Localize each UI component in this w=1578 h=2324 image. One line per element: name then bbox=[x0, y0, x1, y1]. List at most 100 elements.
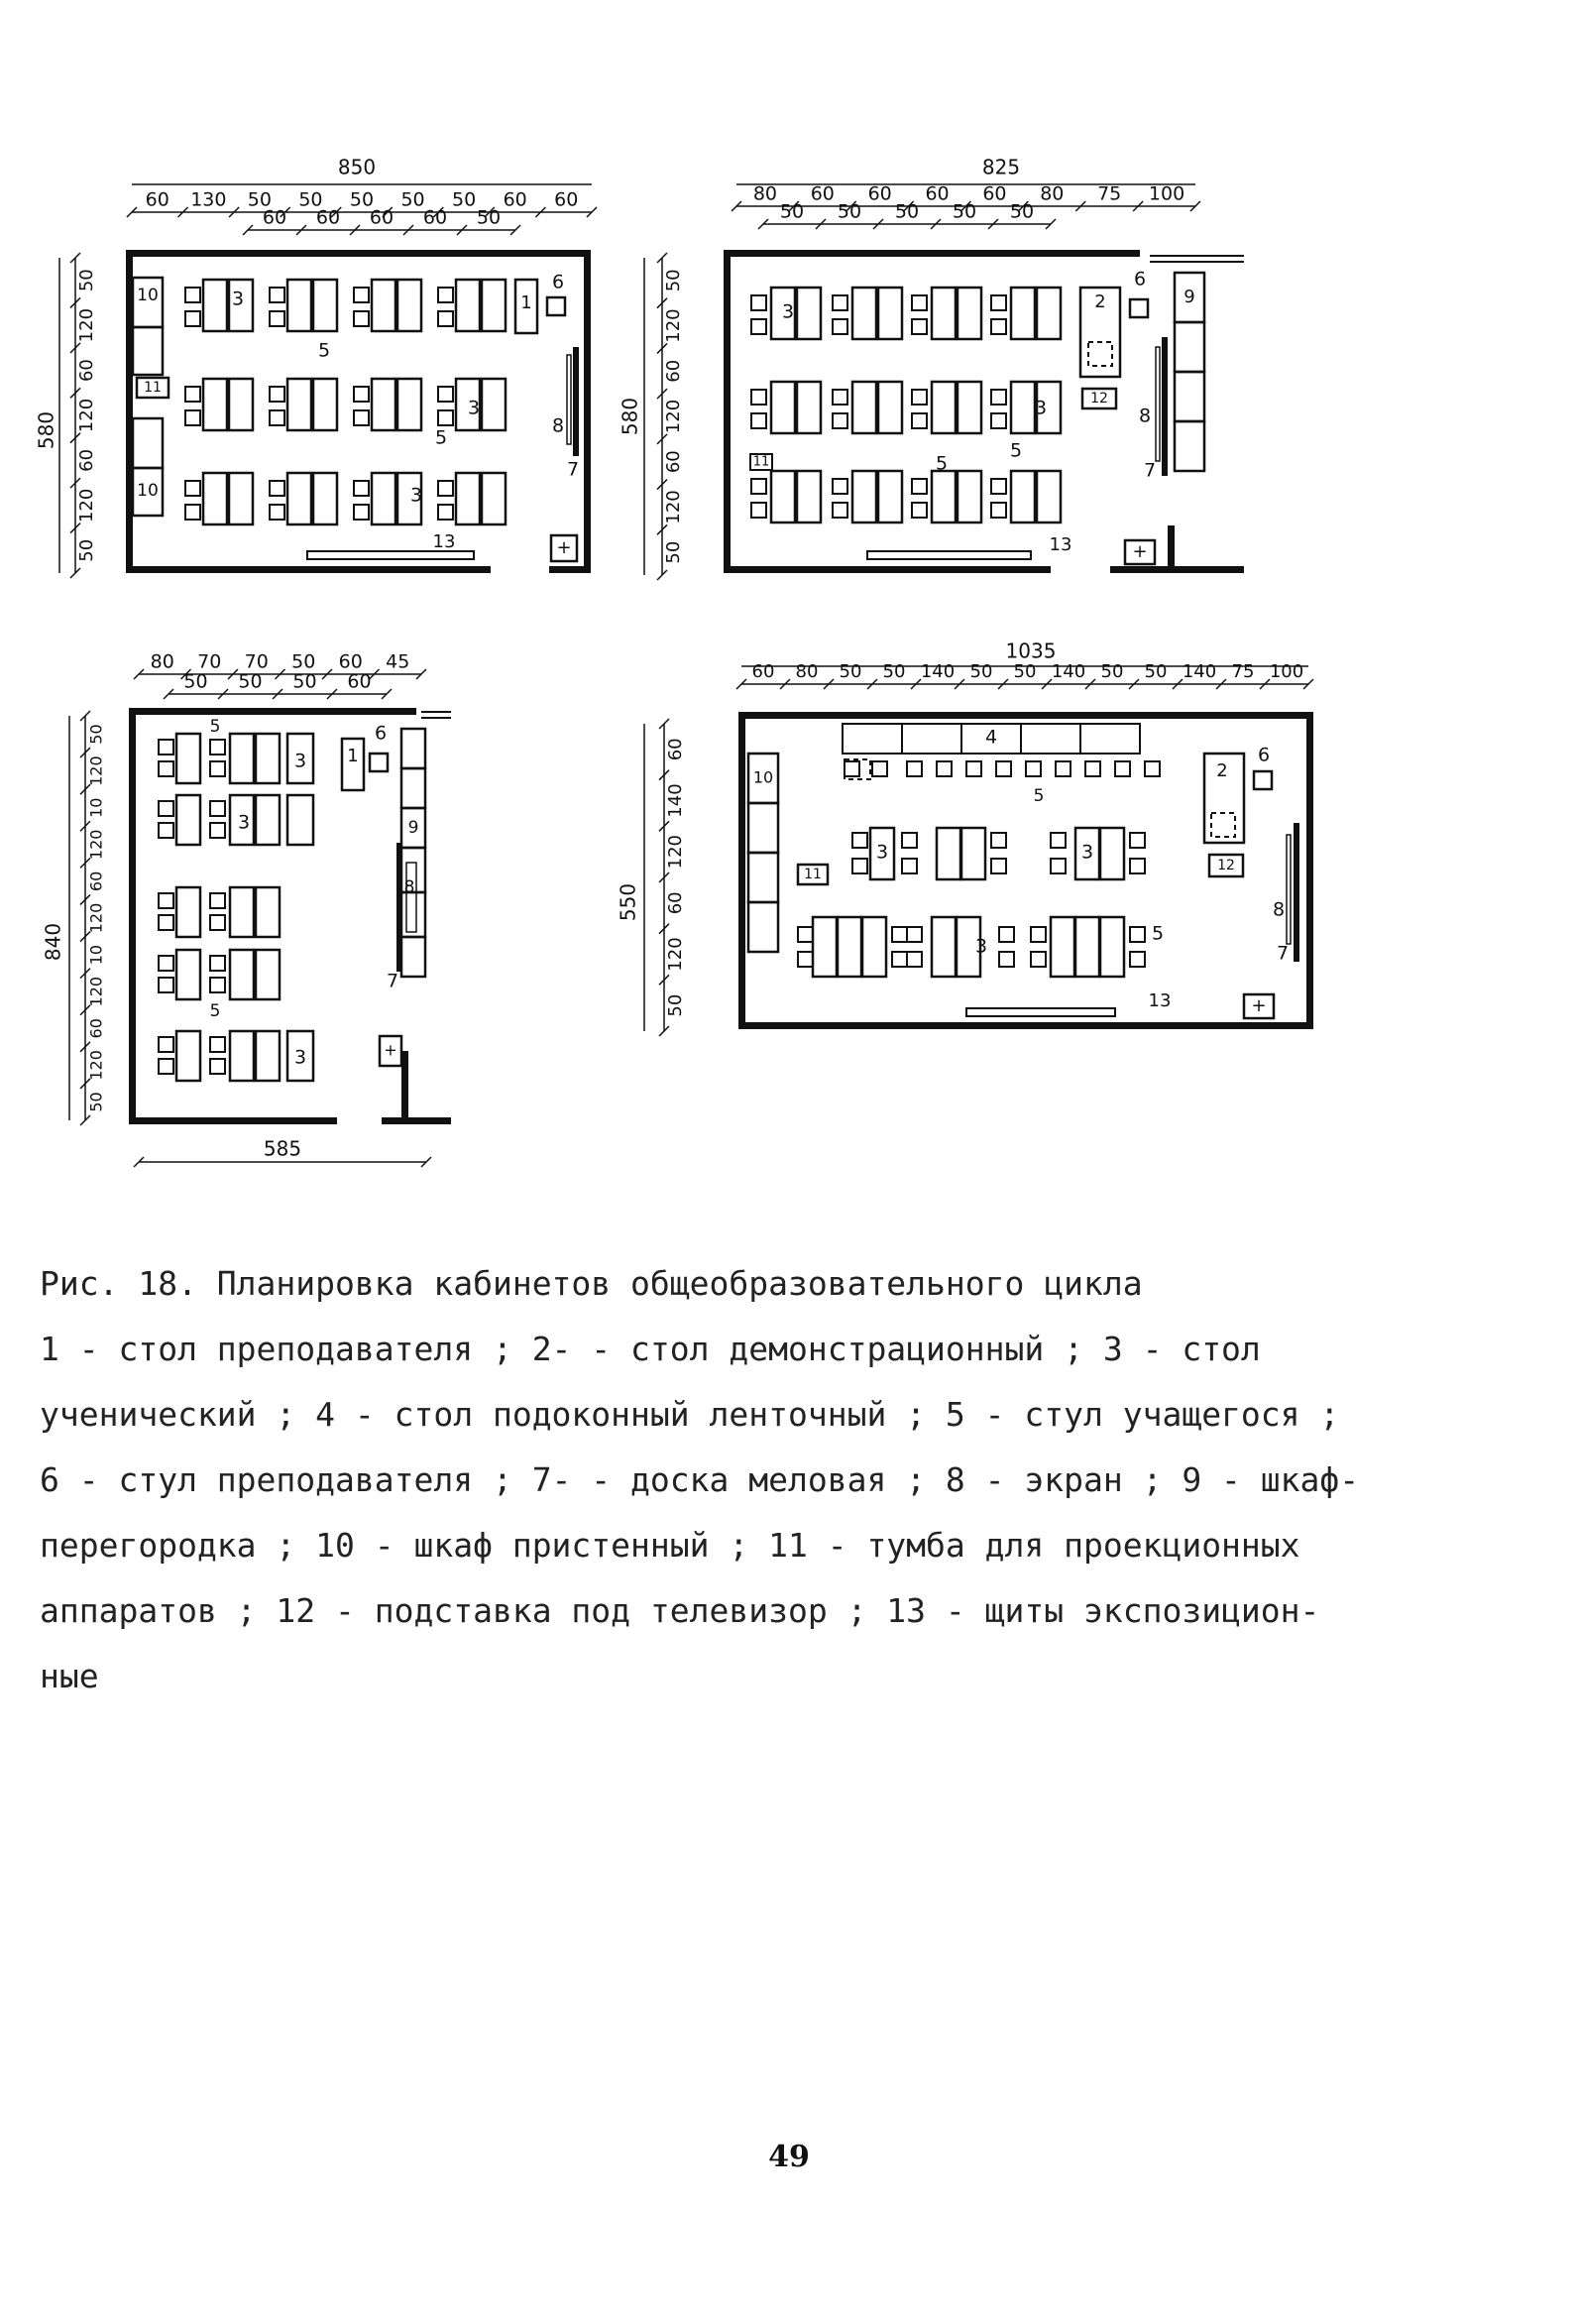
tv-stand-12 bbox=[1242, 992, 1276, 1020]
dim-tick bbox=[658, 974, 670, 986]
caption-line-2: 1 - стол преподавателя ; 2- - стол демон… bbox=[40, 1330, 1261, 1368]
dim-label: 120 bbox=[76, 399, 97, 432]
dim-label: 70 bbox=[245, 651, 269, 673]
tumba-11 bbox=[796, 863, 830, 886]
dim-label: 130 bbox=[190, 189, 226, 211]
teacher-chair-6 bbox=[368, 752, 390, 773]
dim-label: 50 bbox=[838, 201, 861, 223]
dim-tick bbox=[735, 678, 747, 690]
desk-3 bbox=[876, 469, 904, 524]
label-13: 13 bbox=[433, 531, 456, 552]
wall-bottom-right bbox=[549, 566, 591, 573]
desk-3 bbox=[311, 471, 339, 526]
dim-label: 50 bbox=[1101, 661, 1124, 682]
chair-5 bbox=[209, 739, 226, 755]
chair-5 bbox=[911, 478, 928, 495]
chair-5 bbox=[832, 389, 848, 406]
chair-5 bbox=[437, 480, 454, 497]
wall-bottom bbox=[126, 566, 491, 573]
dim-label: 50 bbox=[76, 539, 97, 562]
dim-label: 80 bbox=[796, 661, 819, 682]
desk-3 bbox=[395, 278, 423, 333]
dim-tick bbox=[656, 342, 668, 354]
dim-tick bbox=[349, 224, 361, 236]
dim-tick bbox=[280, 206, 291, 218]
label-9: 9 bbox=[1184, 287, 1194, 307]
caption-line-6: аппаратов ; 12 - подставка под телевизор… bbox=[40, 1591, 1320, 1630]
caption-line-3: ученический ; 4 - стол подоконный ленточ… bbox=[40, 1395, 1340, 1434]
desk-3 bbox=[228, 793, 256, 847]
dim-tick bbox=[1074, 200, 1086, 212]
dim-tick bbox=[79, 931, 91, 943]
dim-label: 120 bbox=[76, 489, 97, 523]
chair-5 bbox=[936, 760, 953, 777]
dim-tick bbox=[1132, 200, 1144, 212]
chair-5 bbox=[209, 800, 226, 817]
label-3: 3 bbox=[1081, 842, 1093, 864]
chair-5 bbox=[269, 287, 285, 303]
chair-5 bbox=[269, 310, 285, 327]
chair-5 bbox=[832, 294, 848, 311]
dim-label: 60 bbox=[663, 450, 684, 473]
chair-5 bbox=[209, 955, 226, 972]
dim-total: 840 bbox=[42, 923, 65, 961]
dim-tick bbox=[295, 224, 307, 236]
chair-5 bbox=[1025, 760, 1042, 777]
chair-5 bbox=[209, 977, 226, 993]
desk-3 bbox=[254, 1029, 282, 1083]
desk-3 bbox=[174, 1029, 202, 1083]
tv-plus: + bbox=[1132, 541, 1147, 562]
chair-5 bbox=[901, 858, 918, 874]
label-12: 12 bbox=[1217, 858, 1235, 873]
chair-5 bbox=[851, 832, 868, 849]
dim-tick bbox=[69, 342, 81, 354]
chair-5 bbox=[184, 287, 201, 303]
chair-5 bbox=[990, 858, 1007, 874]
dim-label: 120 bbox=[665, 835, 686, 869]
dim-tick bbox=[242, 224, 254, 236]
label-5: 5 bbox=[1152, 923, 1164, 945]
dim-tick bbox=[1259, 678, 1271, 690]
cabinet-10 bbox=[746, 851, 780, 904]
chair-5 bbox=[437, 504, 454, 521]
chair-5 bbox=[750, 294, 767, 311]
dim-tick bbox=[509, 224, 521, 236]
cabinet-9 bbox=[399, 890, 427, 939]
wall-bottom bbox=[724, 566, 1051, 573]
dim-tick bbox=[228, 206, 240, 218]
cabinet-9 bbox=[1173, 419, 1206, 473]
dim-tick bbox=[1045, 218, 1057, 230]
desk-3 bbox=[1035, 469, 1063, 524]
dim-tick bbox=[79, 710, 91, 722]
dim-tick bbox=[656, 523, 668, 535]
dim-tick bbox=[79, 968, 91, 980]
chair-5 bbox=[797, 926, 814, 943]
dim-label: 10 bbox=[87, 945, 106, 965]
dim-tick bbox=[845, 200, 857, 212]
caption-line-5: перегородка ; 10 - шкаф пристенный ; 11 … bbox=[40, 1526, 1300, 1565]
desk-3 bbox=[311, 377, 339, 432]
label-7: 7 bbox=[1277, 943, 1289, 965]
cabinet-10 bbox=[131, 325, 165, 377]
dim-tick bbox=[731, 200, 742, 212]
board-7 bbox=[396, 843, 401, 972]
screen-8 bbox=[405, 862, 417, 933]
dim-tick bbox=[586, 206, 598, 218]
label-1: 1 bbox=[520, 292, 531, 313]
tv-dashed bbox=[1210, 812, 1236, 838]
label-2: 2 bbox=[1216, 760, 1227, 781]
chair-5 bbox=[209, 914, 226, 931]
caption-line-4: 6 - стул преподавателя ; 7- - доска мело… bbox=[40, 1460, 1360, 1499]
desk-3 bbox=[836, 915, 863, 979]
desk-3 bbox=[228, 1029, 256, 1083]
dim-tick bbox=[79, 783, 91, 795]
chair-5 bbox=[911, 502, 928, 519]
dim-tick bbox=[910, 678, 922, 690]
desk-3 bbox=[395, 377, 423, 432]
desk-3 bbox=[227, 377, 255, 432]
label-3: 3 bbox=[238, 812, 250, 834]
screen-8 bbox=[1286, 834, 1292, 945]
chair-5 bbox=[353, 480, 370, 497]
dim-label: 50 bbox=[970, 661, 993, 682]
dim-tick bbox=[930, 218, 942, 230]
